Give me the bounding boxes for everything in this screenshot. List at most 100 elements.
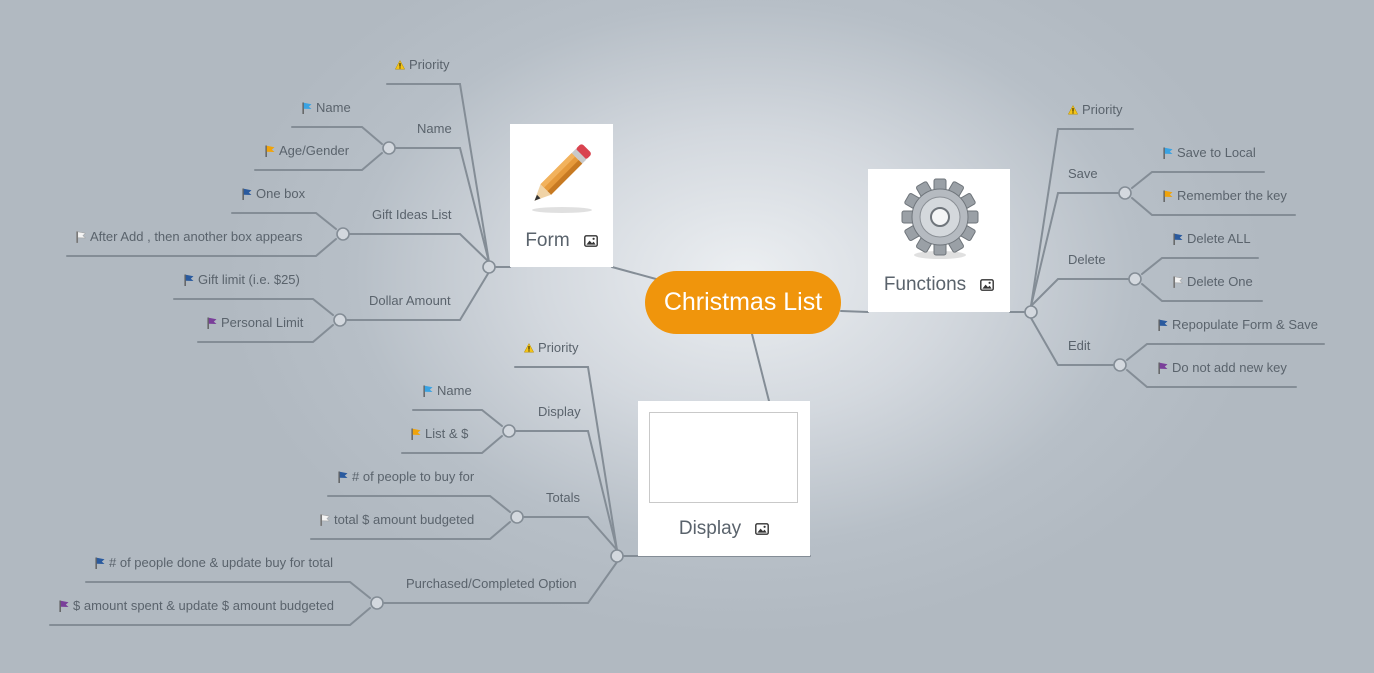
link-form-gifts [349,233,490,263]
topic-form-label: Form [525,230,570,251]
display-display[interactable]: Display [538,404,581,420]
flag-white-icon [320,514,330,526]
display-totals-item-1-label: # of people to buy for [352,469,475,484]
link-display-purchased-1 [85,581,371,599]
form-priority[interactable]: Priority [395,57,449,73]
gear-icon [901,178,979,259]
link-functions-edit-1 [1126,343,1325,361]
form-name[interactable]: Name [417,121,452,137]
link-display-totals [523,516,618,551]
display-purchased-item-1[interactable]: # of people done & update buy for total [95,555,333,571]
functions-priority-label: Priority [1082,102,1123,117]
display-purchased-item-2[interactable]: $ amount spent & update $ amount budgete… [59,598,334,614]
display-totals-label: Totals [546,490,580,505]
form-gift-ideas-item-2-label: After Add , then another box appears [90,229,303,244]
flag-navy-icon [242,188,252,200]
form-gift-ideas-item-1[interactable]: One box [242,186,305,202]
display-totals-item-1[interactable]: # of people to buy for [338,469,474,485]
flag-lightblue-icon [1163,147,1173,159]
functions-save[interactable]: Save [1068,166,1098,182]
link-functions-delete-2 [1141,283,1263,302]
topic-display-label: Display [678,518,742,539]
form-gift-ideas-item-2[interactable]: After Add , then another box appears [76,229,302,245]
topic-display[interactable]: Display [638,401,810,556]
link-display-display [515,430,618,551]
central-topic[interactable]: Christmas List [645,271,841,334]
display-display-item-2[interactable]: List & $ [411,426,468,442]
link-display-totals-2 [310,521,511,540]
collapse-toggle-functions-delete [1128,272,1142,286]
form-name-label: Name [417,121,452,136]
link-functions-save-2 [1131,197,1296,216]
display-priority-label: Priority [538,340,579,355]
collapse-toggle-functions-edit [1113,358,1127,372]
flag-orange-icon [265,145,275,157]
collapse-toggle-form-gifts [336,227,350,241]
display-totals-item-2-label: total $ amount budgeted [334,512,475,527]
link-display-priority [514,366,618,551]
form-dollar-amount-item-1-label: Gift limit (i.e. $25) [198,272,300,287]
display-display-label: Display [538,404,581,419]
functions-edit-item-2[interactable]: Do not add new key [1158,360,1287,376]
collapse-toggle-form-name [382,141,396,155]
functions-delete[interactable]: Delete [1068,252,1106,268]
form-name-item-1[interactable]: Name [302,100,351,116]
warning-icon [1068,104,1078,116]
topic-functions[interactable]: Functions [868,169,1010,312]
form-gift-ideas[interactable]: Gift Ideas List [372,207,451,223]
link-display-display-2 [401,435,503,454]
topic-functions-label: Functions [883,274,967,295]
link-functions-save [1030,192,1119,307]
display-priority[interactable]: Priority [524,340,578,356]
functions-delete-item-2[interactable]: Delete One [1173,274,1253,290]
form-dollar-amount-item-2-label: Personal Limit [221,315,304,330]
display-totals-item-2[interactable]: total $ amount budgeted [320,512,474,528]
form-name-item-1-label: Name [316,100,351,115]
form-dollar-amount[interactable]: Dollar Amount [369,293,451,309]
link-functions-edit-2 [1126,369,1297,388]
topic-functions-caption: Functions [868,273,1010,297]
image-icon[interactable] [584,235,598,247]
functions-edit-item-2-label: Do not add new key [1172,360,1287,375]
display-totals[interactable]: Totals [546,490,580,506]
display-display-item-1-label: Name [437,383,472,398]
functions-save-item-2[interactable]: Remember the key [1163,188,1287,204]
functions-edit-item-1[interactable]: Repopulate Form & Save [1158,317,1318,333]
functions-priority[interactable]: Priority [1068,102,1122,118]
link-display-display-1 [412,409,503,427]
flag-white-icon [76,231,86,243]
functions-delete-item-1-label: Delete ALL [1187,231,1251,246]
link-display-purchased-2 [49,607,371,626]
display-purchased[interactable]: Purchased/Completed Option [406,576,577,592]
collapse-toggle-form [482,260,496,274]
collapse-toggle-display [610,549,624,563]
form-name-item-2-label: Age/Gender [279,143,350,158]
functions-edit[interactable]: Edit [1068,338,1090,354]
image-icon[interactable] [980,279,994,291]
topic-display-caption: Display [638,517,810,541]
topic-form[interactable]: Form [510,124,613,267]
form-dollar-amount-item-2[interactable]: Personal Limit [207,315,303,331]
functions-delete-item-2-label: Delete One [1187,274,1253,289]
functions-save-item-1[interactable]: Save to Local [1163,145,1256,161]
form-dollar-amount-item-1[interactable]: Gift limit (i.e. $25) [184,272,300,288]
form-dollar-amount-label: Dollar Amount [369,293,451,308]
display-display-item-1[interactable]: Name [423,383,472,399]
form-gift-ideas-item-1-label: One box [256,186,306,201]
flag-lightblue-icon [302,102,312,114]
link-display-purchased [383,561,618,604]
flag-navy-icon [1158,319,1168,331]
display-purchased-item-2-label: $ amount spent & update $ amount budgete… [73,598,334,613]
display-display-item-2-label: List & $ [425,426,469,441]
link-functions-save-1 [1131,171,1265,189]
collapse-toggle-display-totals [510,510,524,524]
flag-purple-icon [207,317,217,329]
link-root-functions [840,310,869,313]
form-name-item-2[interactable]: Age/Gender [265,143,349,159]
warning-icon [524,342,534,354]
collapse-toggle-display-display [502,424,516,438]
collapse-toggle-functions [1024,305,1038,319]
image-icon[interactable] [755,523,769,535]
functions-delete-item-1[interactable]: Delete ALL [1173,231,1251,247]
